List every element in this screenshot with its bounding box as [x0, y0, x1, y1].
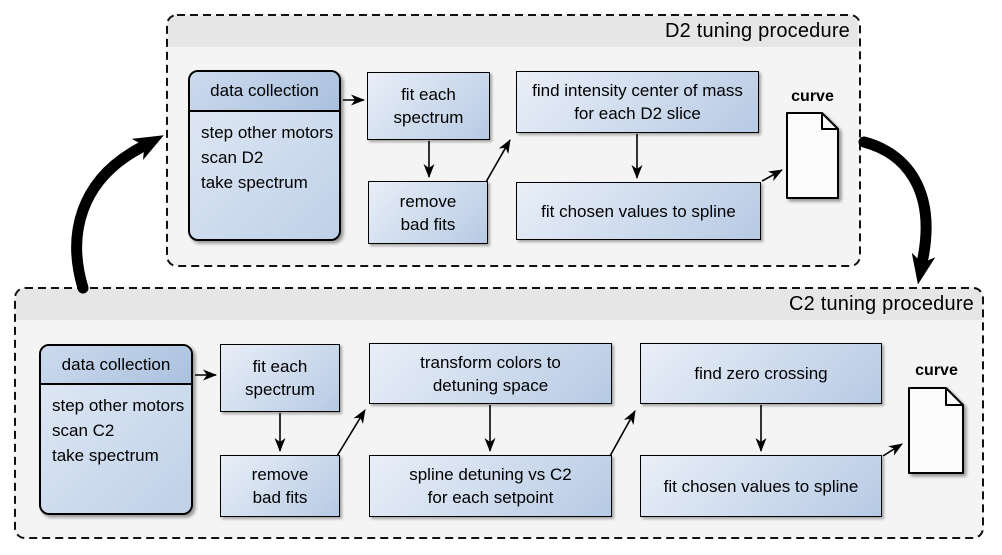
c2-curve-label: curve: [915, 362, 958, 379]
d2-remove-bad-fits-box: remove bad fits: [368, 181, 488, 244]
c2-remove-bad-fits-box: remove bad fits: [220, 455, 340, 517]
c2-data-collection-header: data collection: [41, 346, 191, 385]
c2-fit-chosen-spline-box: fit chosen values to spline: [640, 455, 882, 517]
d2-fit-chosen-spline-box: fit chosen values to spline: [516, 182, 761, 240]
d2-data-collection-header: data collection: [190, 72, 339, 112]
d2-data-collection-body: step other motors scan D2 take spectrum: [201, 123, 334, 192]
d2-data-collection-box: data collection step other motors scan D…: [188, 70, 341, 241]
d2-fit-each-spectrum-box: fit each spectrum: [367, 72, 490, 140]
c2-panel-title: C2 tuning procedure: [788, 293, 974, 315]
c2-find-zero-crossing-box: find zero crossing: [640, 343, 882, 404]
c2-transform-colors-box: transform colors to detuning space: [369, 343, 612, 404]
loop-arrow-left-icon: [71, 135, 164, 294]
c2-data-collection-box: data collection step other motors scan C…: [39, 344, 193, 515]
d2-title-band: D2 tuning procedure: [168, 16, 858, 47]
c2-spline-detuning-box: spline detuning vs C2 for each setpoint: [369, 455, 612, 517]
loop-arrow-right-icon: [858, 136, 936, 285]
d2-curve-label: curve: [791, 88, 834, 105]
c2-data-collection-body: step other motors scan C2 take spectrum: [52, 396, 185, 465]
d2-panel-title: D2 tuning procedure: [664, 20, 850, 42]
c2-title-band: C2 tuning procedure: [16, 289, 982, 320]
c2-fit-each-spectrum-box: fit each spectrum: [220, 344, 340, 412]
d2-find-intensity-box: find intensity center of mass for each D…: [516, 71, 759, 133]
